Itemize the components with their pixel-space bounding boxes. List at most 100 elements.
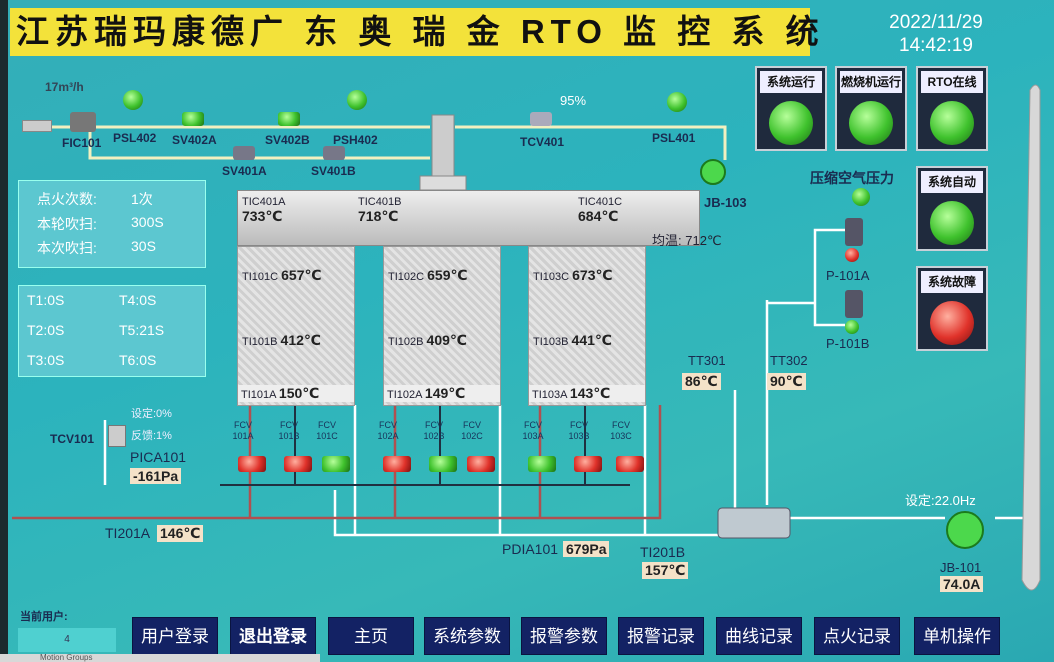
tt302-label: TT302 xyxy=(770,353,808,368)
fcv-valve-icon[interactable] xyxy=(429,456,457,472)
valve-icon[interactable] xyxy=(182,112,204,126)
fcv-tag: 103A xyxy=(522,431,544,441)
regenerator-bed-2: TI102C 659℃ TI102B 409℃ TI102A 149℃ xyxy=(383,246,501,406)
heat-exchanger xyxy=(717,507,791,539)
jb101-label: JB-101 xyxy=(940,560,982,575)
login-button[interactable]: 用户登录 xyxy=(132,617,218,655)
valve-icon[interactable] xyxy=(233,146,255,160)
fcv-valve-icon[interactable] xyxy=(383,456,411,472)
fcv-tag: 101A xyxy=(232,431,254,441)
timer-value: 0S xyxy=(47,322,65,338)
pump-p101b-icon[interactable] xyxy=(845,290,863,318)
indicator-lamp xyxy=(769,101,813,145)
fcv-tag: 103B xyxy=(568,431,590,441)
p101a-label: P-101A xyxy=(826,268,870,283)
timer-label: T3: xyxy=(27,352,48,368)
fcv-tag: 103C xyxy=(610,431,632,441)
tag: TI102B xyxy=(388,336,424,348)
chimney xyxy=(1021,84,1041,591)
round-purge-value: 300S xyxy=(131,214,164,230)
fcv-valve-icon[interactable] xyxy=(238,456,266,472)
valve-icon[interactable] xyxy=(278,112,300,126)
fcv-tag: 102A xyxy=(377,431,399,441)
current-user-field: 4 xyxy=(18,628,116,652)
manual-operation-button[interactable]: 单机操作 xyxy=(914,617,1000,655)
fcv-tag: 101B xyxy=(278,431,300,441)
tcv101-setpoint: 设定:0% xyxy=(131,408,172,420)
tag: TI101A xyxy=(241,389,276,401)
logout-button[interactable]: 退出登录 xyxy=(230,617,316,655)
temp-value: 143℃ xyxy=(569,385,611,401)
jb101-current: 74.0A xyxy=(940,576,984,592)
time: 14:42:19 xyxy=(899,35,973,56)
temp-value: 659℃ xyxy=(427,267,468,283)
valve-icon[interactable] xyxy=(323,146,345,160)
sv401b-label: SV401B xyxy=(311,164,356,178)
air-pressure-lamp xyxy=(852,188,870,206)
taskbar-item[interactable]: Motion Groups xyxy=(0,654,320,662)
psh402-label: PSH402 xyxy=(333,133,378,147)
temp-value: 150℃ xyxy=(278,385,320,401)
pump-status-icon xyxy=(845,320,859,334)
tcv401-valve-icon[interactable] xyxy=(530,112,552,126)
lamp-system-auto: 系统自动 xyxy=(916,166,988,251)
temp-value: 673℃ xyxy=(572,267,613,283)
fcv-label-line: FCV xyxy=(524,420,542,430)
temp-value: 441℃ xyxy=(571,332,612,348)
tag: TIC401C xyxy=(578,196,623,208)
trend-records-button[interactable]: 曲线记录 xyxy=(716,617,802,655)
fcv-tag: 102B xyxy=(423,431,445,441)
lamp-system-running: 系统运行 xyxy=(755,66,827,151)
fcv-label-line: FCV xyxy=(318,420,336,430)
ignition-records-button[interactable]: 点火记录 xyxy=(814,617,900,655)
system-params-button[interactable]: 系统参数 xyxy=(424,617,510,655)
tt302-value: 90℃ xyxy=(767,373,806,390)
fcv-label-line: FCV xyxy=(379,420,397,430)
fcv-valve-icon[interactable] xyxy=(467,456,495,472)
timer-label: T1: xyxy=(27,292,48,308)
timer-value: 21S xyxy=(139,322,165,338)
alarm-params-button[interactable]: 报警参数 xyxy=(521,617,607,655)
gas-inlet-icon xyxy=(22,120,52,132)
pump-p101a-icon[interactable] xyxy=(845,218,863,246)
average-temp: 均温: 712℃ xyxy=(652,230,722,249)
alarm-records-button[interactable]: 报警记录 xyxy=(618,617,704,655)
p101b-label: P-101B xyxy=(826,336,870,351)
tcv101-label: TCV101 xyxy=(50,432,95,446)
avg-label: 均温: xyxy=(652,233,682,248)
jb103-label: JB-103 xyxy=(704,195,747,210)
fcv-valve-icon[interactable] xyxy=(616,456,644,472)
tcv401-percent: 95% xyxy=(560,93,587,108)
current-user-label: 当前用户: xyxy=(20,611,68,623)
timer-value: 0S xyxy=(139,292,157,308)
timer-label: T6: xyxy=(119,352,140,368)
fcv-valve-icon[interactable] xyxy=(528,456,556,472)
fcv-label-line: FCV xyxy=(234,420,252,430)
flow-meter-icon xyxy=(70,112,96,132)
lamp-label: 系统运行 xyxy=(760,71,822,93)
tcv401-label: TCV401 xyxy=(520,135,565,149)
timer-t4: T4:0S xyxy=(119,292,156,308)
fcv-tag: 102C xyxy=(461,431,483,441)
tag: TI101C xyxy=(242,271,279,283)
home-button[interactable]: 主页 xyxy=(328,617,414,655)
psl401-label: PSL401 xyxy=(652,131,696,145)
tag: TI103C xyxy=(533,271,570,283)
pressure-switch-icon xyxy=(123,90,143,110)
pump-status-icon xyxy=(845,248,859,262)
round-purge-label: 本轮吹扫: xyxy=(37,216,97,232)
main-fan-jb101 xyxy=(946,511,984,549)
pica101-value: -161Pa xyxy=(130,468,182,484)
timer-value: 0S xyxy=(47,292,65,308)
ignition-panel: 点火次数:1次 本轮吹扫:300S 本次吹扫:30S xyxy=(18,180,206,268)
inlet-pipe xyxy=(12,405,662,520)
tcv101-valve-icon[interactable] xyxy=(108,425,126,447)
fcv-valve-icon[interactable] xyxy=(574,456,602,472)
fcv-valve-icon[interactable] xyxy=(322,456,350,472)
fcv-valve-icon[interactable] xyxy=(284,456,312,472)
